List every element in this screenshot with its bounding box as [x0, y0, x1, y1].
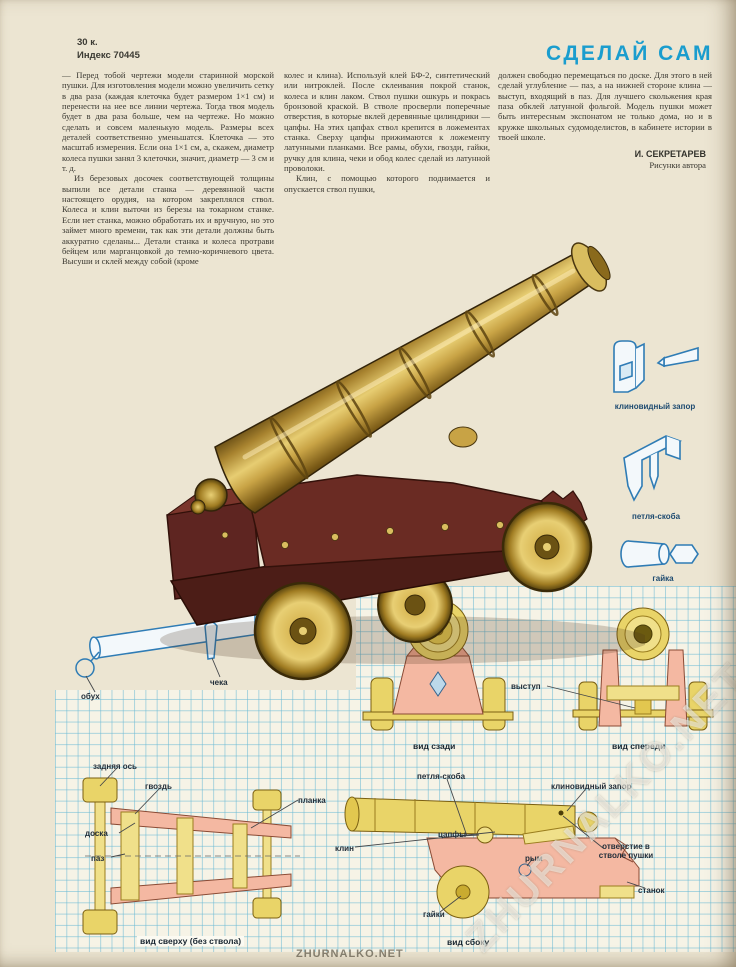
- nut-figure: [620, 540, 699, 568]
- cannon-model-photo: [160, 242, 645, 681]
- label-top-view: вид сверху (без ствола): [137, 936, 245, 946]
- nut-label: гайка: [652, 574, 674, 583]
- label-petlya-skoba: петля-скоба: [417, 772, 466, 781]
- text-column-2: колес и клина). Используй клей БФ-2, син…: [284, 70, 490, 194]
- author-name: И. СЕКРЕТАРЕВ: [634, 149, 706, 160]
- wedge-lock-label: клиновидный запор: [614, 402, 696, 411]
- technical-drawings-svg: [75, 599, 714, 935]
- paragraph: Из березовых досочек соответствующей тол…: [62, 173, 274, 267]
- label-gayki: гайки: [423, 910, 445, 919]
- label-rear-axle: задняя ось: [93, 762, 137, 771]
- label-paz: паз: [91, 854, 105, 863]
- label-side-view: вид сбоку: [447, 937, 490, 947]
- bottom-watermark: ZHURNALKO.NET: [296, 948, 404, 960]
- cannon-illustration: [160, 242, 645, 681]
- label-rym: рым: [525, 854, 543, 863]
- page-title: СДЕЛАЙ САМ: [546, 42, 713, 65]
- label-cheka: чека: [210, 678, 228, 687]
- text-column-3: должен свободно перемещаться по доске. Д…: [498, 70, 712, 170]
- label-planka: планка: [298, 796, 326, 805]
- paragraph: — Перед тобой чертежи модели старинной м…: [62, 70, 274, 174]
- label-gvozd: гвоздь: [145, 782, 172, 791]
- label-doska: доска: [85, 829, 108, 838]
- label-obukh: обух: [81, 692, 100, 701]
- leader-lines: [85, 657, 646, 913]
- label-front-view: вид спереди: [612, 741, 666, 751]
- paragraph: колес и клина). Используй клей БФ-2, син…: [284, 70, 490, 174]
- text-column-1: — Перед тобой чертежи модели старинной м…: [62, 70, 274, 267]
- hinge-staple-figure: [623, 435, 683, 502]
- hinge-staple-label: петля-скоба: [631, 512, 681, 521]
- author-note: Рисунки автора: [649, 159, 706, 170]
- label-stanok: станок: [638, 886, 665, 895]
- paragraph: должен свободно перемещаться по доске. Д…: [498, 70, 712, 143]
- side-view-drawing: [344, 796, 640, 919]
- label-klinovidnyy-zapor: клиновидный запор: [551, 782, 632, 791]
- top-view-drawing: [82, 777, 300, 935]
- price: 30 к.: [77, 37, 98, 48]
- label-tsapfy: цапфы: [438, 830, 467, 839]
- wedge-lock-figure: [613, 340, 699, 393]
- graph-paper-section: обух чека вид сзади выступ вид спереди з…: [55, 586, 736, 952]
- label-vystup: выступ: [511, 682, 541, 691]
- issue-info: 30 к. Индекс 70445: [77, 37, 140, 62]
- label-klin: клин: [335, 844, 354, 853]
- front-view-drawing: [572, 607, 714, 731]
- index-number: Индекс 70445: [77, 49, 140, 61]
- label-otverstie: отверстие в стволе пушки: [598, 842, 654, 860]
- label-rear-view: вид сзади: [413, 741, 456, 751]
- paragraph: Клин, с помощью которого поднимается и о…: [284, 173, 490, 194]
